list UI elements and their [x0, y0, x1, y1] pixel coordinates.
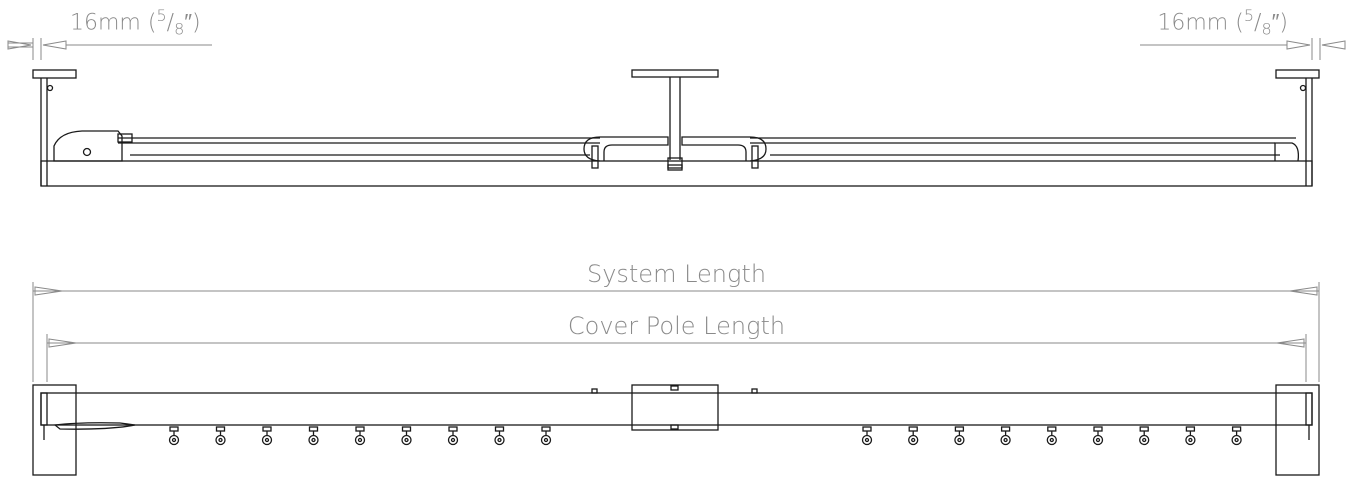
left-offset-arrow-in	[7, 40, 32, 50]
cover-pole-length-label: Cover Pole Length	[567, 312, 786, 340]
offset-dimension-arrows	[7, 38, 1346, 60]
glider-hook	[354, 426, 366, 446]
left-bracket-screw	[46, 84, 54, 92]
glider-hook	[540, 426, 552, 446]
glider-hook	[1092, 426, 1104, 446]
glider-hook	[861, 426, 873, 446]
gliders-left	[168, 426, 552, 446]
right-offset-dimension-label: 16mm (5/8″)	[1157, 6, 1288, 39]
glider-hook	[908, 426, 919, 446]
gliders-right	[861, 426, 1242, 446]
center-ceiling-bracket-plate	[631, 69, 719, 78]
right-end-bracket-front	[1275, 384, 1320, 476]
glider-hook	[1139, 426, 1150, 446]
left-wall-bracket-plate	[32, 69, 77, 79]
center-overlap-arm-left	[583, 136, 669, 162]
glider-hook	[954, 426, 965, 446]
glider-hook	[1231, 426, 1242, 446]
glider-hook	[401, 426, 412, 446]
glider-hook	[1185, 426, 1196, 446]
system-length-label: System Length	[586, 260, 767, 288]
track-body	[40, 160, 1313, 187]
glider-hook	[168, 426, 180, 446]
right-wall-bracket-plate	[1275, 69, 1320, 79]
front-elevation-view	[32, 384, 1320, 476]
left-offset-dimension-label: 16mm (5/8″)	[70, 6, 201, 39]
right-end-pulley	[1274, 142, 1300, 162]
top-elevation-view	[32, 69, 1320, 187]
glider-hook	[1046, 426, 1057, 446]
glider-hook	[308, 426, 319, 446]
glider-hook	[494, 426, 505, 446]
cover-pole	[40, 392, 1313, 426]
right-offset-arrow-in	[1286, 40, 1311, 50]
glider-hook	[215, 426, 226, 446]
glider-hook	[261, 426, 273, 446]
left-end-pulley-housing	[53, 130, 123, 162]
right-bracket-screw	[1299, 84, 1307, 92]
center-overlap-arm-right	[681, 136, 767, 162]
glider-hook	[447, 426, 459, 446]
length-dimension-lines	[32, 282, 1320, 382]
front-end-pulley	[53, 422, 136, 430]
center-bracket-front	[631, 384, 719, 431]
left-end-bracket-front	[32, 384, 77, 476]
glider-hook	[1000, 426, 1011, 446]
left-pulley-pin	[82, 147, 92, 157]
